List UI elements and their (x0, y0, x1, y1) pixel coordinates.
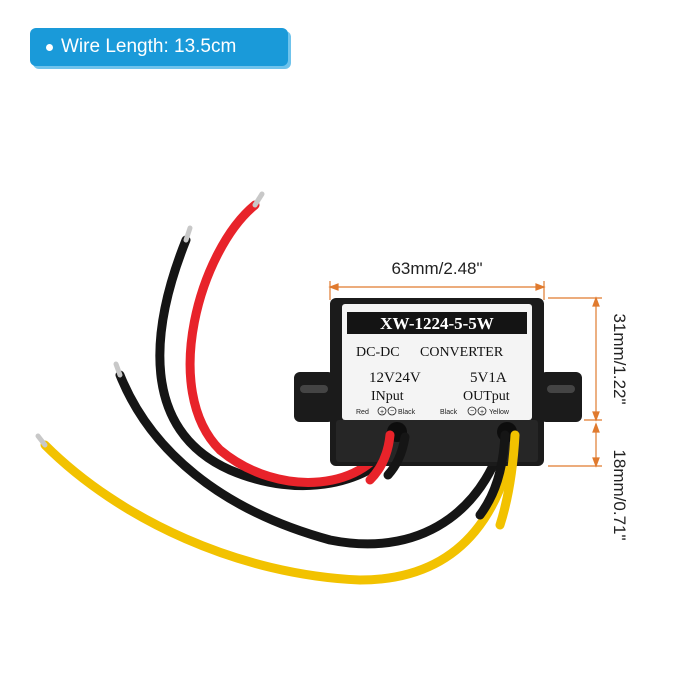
output-label-text: OUTput (463, 389, 510, 404)
width-dimension-label: 63mm/2.48" (391, 259, 482, 278)
dimension-annotations (328, 281, 602, 468)
red-input-wire (185, 200, 395, 487)
plus-icon (477, 406, 487, 416)
in-black-text: Black (398, 409, 416, 416)
svg-text:−: − (470, 408, 474, 415)
minus-icon (387, 406, 397, 416)
plus-icon (377, 406, 387, 416)
output-voltage-text: 5V1A (470, 370, 507, 386)
mounting-ear-left (294, 372, 334, 422)
type-left-text: DC-DC (356, 345, 400, 360)
wire-length-badge: Wire Length: 13.5cm (30, 28, 288, 66)
svg-text:+: + (380, 409, 384, 416)
wire-tip (35, 433, 48, 448)
wire-tip (183, 225, 193, 243)
wire-tip (113, 361, 123, 378)
mounting-ear-right (540, 372, 582, 422)
yellow-output-wire (40, 425, 520, 585)
wire-tip (252, 191, 265, 208)
converter-case: XW-1224-5-5W DC-DC CONVERTER 12V24V INpu… (294, 298, 582, 466)
minus-icon (467, 406, 477, 416)
type-right-text: CONVERTER (420, 345, 504, 360)
input-label-text: INput (371, 389, 404, 404)
model-text: XW-1224-5-5W (380, 314, 494, 333)
svg-text:+: + (480, 409, 484, 416)
out-black-text: Black (440, 409, 458, 416)
bullet-icon (46, 43, 53, 51)
wire-exits (365, 430, 520, 530)
wires (35, 191, 520, 585)
height-bottom-dimension-label: 18mm/0.71" (610, 449, 629, 540)
svg-text:−: − (390, 408, 394, 415)
input-voltage-text: 12V24V (369, 370, 421, 386)
height-top-dimension-label: 31mm/1.22" (610, 313, 629, 404)
model-bar (347, 312, 527, 334)
wire-length-text: Wire Length: 13.5cm (61, 36, 237, 57)
in-red-text: Red (356, 409, 369, 416)
out-yellow-text: Yellow (489, 409, 510, 416)
black-output-wire (115, 370, 510, 549)
